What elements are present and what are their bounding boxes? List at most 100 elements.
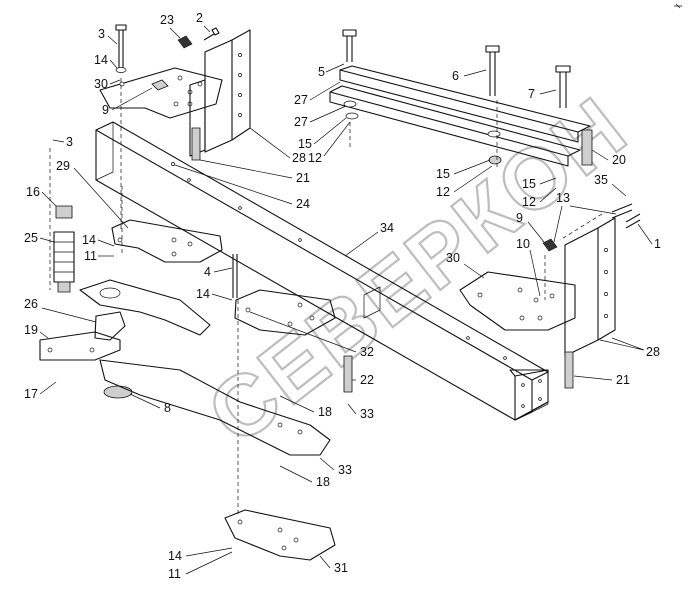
svg-text:9: 9 [516, 211, 523, 225]
callout-21-top: 21 [199, 159, 310, 185]
svg-text:33: 33 [338, 463, 352, 477]
svg-text:12: 12 [308, 151, 322, 165]
svg-text:28: 28 [646, 345, 660, 359]
callout-6: 6 [452, 69, 487, 83]
callout-30-top: 30 [94, 77, 121, 91]
callout-23: 23 [160, 13, 181, 39]
callout-15-mid: 15 [436, 159, 491, 181]
svg-text:34: 34 [380, 221, 394, 235]
callout-14-center: 14 [196, 287, 233, 301]
svg-text:33: 33 [360, 407, 374, 421]
svg-text:15: 15 [522, 177, 536, 191]
svg-text:4: 4 [204, 265, 211, 279]
callout-28-right: 28 [599, 337, 660, 359]
svg-text:3: 3 [98, 27, 105, 41]
callout-12-right: 12 [522, 187, 557, 209]
svg-text:31: 31 [334, 561, 348, 575]
svg-text:6: 6 [452, 69, 459, 83]
callout-2: 2 [196, 11, 211, 33]
svg-text:14: 14 [168, 549, 182, 563]
main-beam [95, 121, 549, 421]
svg-text:14: 14 [82, 233, 96, 247]
callout-15-top: 15 [298, 117, 347, 151]
svg-text:18: 18 [316, 475, 330, 489]
callout-22: 22 [352, 373, 374, 387]
watermark-text: СЕВЕРКОН [191, 78, 646, 463]
callout-33-upper: 33 [347, 403, 374, 421]
callout-3-left: 3 [52, 135, 73, 149]
callout-13: 13 [553, 191, 617, 243]
callout-1: 1 [637, 223, 661, 251]
callout-17: 17 [24, 381, 57, 401]
callout-14-mid: 14 [82, 233, 115, 247]
svg-text:23: 23 [160, 13, 174, 27]
svg-text:12: 12 [436, 185, 450, 199]
callout-28-top: 28 [249, 127, 306, 165]
svg-text:32: 32 [360, 345, 374, 359]
svg-text:15: 15 [298, 137, 312, 151]
svg-text:13: 13 [556, 191, 570, 205]
svg-text:2: 2 [196, 11, 203, 25]
svg-text:20: 20 [612, 153, 626, 167]
svg-text:8: 8 [164, 401, 171, 415]
svg-text:19: 19 [24, 323, 38, 337]
svg-text:35: 35 [594, 173, 608, 187]
callout-14-bottom: 14 [168, 547, 233, 563]
callout-35: 35 [594, 173, 627, 197]
callout-33-lower: 33 [319, 457, 352, 477]
svg-text:25: 25 [24, 231, 38, 245]
callout-11-bottom: 11 [168, 551, 233, 581]
svg-text:14: 14 [94, 53, 108, 67]
callout-18-lower: 18 [279, 465, 330, 489]
svg-text:7: 7 [528, 87, 535, 101]
callout-30-right: 30 [446, 251, 485, 279]
svg-text:14: 14 [196, 287, 210, 301]
svg-text:22: 22 [360, 373, 374, 387]
callout-18-upper: 18 [279, 395, 332, 419]
svg-text:10: 10 [516, 237, 530, 251]
callout-4: 4 [204, 265, 233, 279]
svg-text:30: 30 [94, 77, 108, 91]
callout-19: 19 [24, 323, 49, 339]
callout-11-mid: 11 [84, 249, 114, 263]
callout-16: 16 [26, 185, 57, 207]
svg-text:26: 26 [24, 297, 38, 311]
svg-text:9: 9 [102, 103, 109, 117]
callout-24: 24 [174, 164, 310, 211]
callout-32: 32 [249, 311, 374, 359]
svg-text:21: 21 [296, 171, 310, 185]
svg-text:24: 24 [296, 197, 310, 211]
svg-text:18: 18 [318, 405, 332, 419]
svg-text:5: 5 [318, 65, 325, 79]
callout-20: 20 [591, 149, 626, 167]
callout-10: 10 [516, 237, 541, 297]
callout-12-top: 12 [308, 121, 351, 165]
callout-3-top: 3 [98, 27, 118, 45]
svg-text:1: 1 [654, 237, 661, 251]
svg-text:17: 17 [24, 387, 38, 401]
callout-5: 5 [318, 63, 345, 79]
callout-9-right: 9 [516, 211, 545, 243]
callout-21-right: 21 [573, 373, 630, 387]
spring-bars [329, 29, 593, 167]
callout-29: 29 [56, 159, 129, 229]
svg-text:16: 16 [26, 185, 40, 199]
callout-27-b: 27 [294, 105, 347, 129]
callout-9-top: 9 [102, 87, 153, 117]
left-lower-assembly [39, 205, 353, 561]
svg-text:15: 15 [436, 167, 450, 181]
callout-12-mid: 12 [436, 165, 493, 199]
svg-text:12: 12 [522, 195, 536, 209]
callout-34: 34 [344, 221, 394, 257]
svg-text:30: 30 [446, 251, 460, 265]
svg-text:27: 27 [294, 115, 308, 129]
svg-text:21: 21 [616, 373, 630, 387]
callout-8: 8 [129, 393, 171, 415]
svg-text:28: 28 [292, 151, 306, 165]
callout-15-right: 15 [522, 177, 557, 191]
svg-text:11: 11 [168, 567, 181, 581]
svg-text:11: 11 [84, 249, 97, 263]
svg-text:29: 29 [56, 159, 70, 173]
svg-text:3: 3 [66, 135, 73, 149]
